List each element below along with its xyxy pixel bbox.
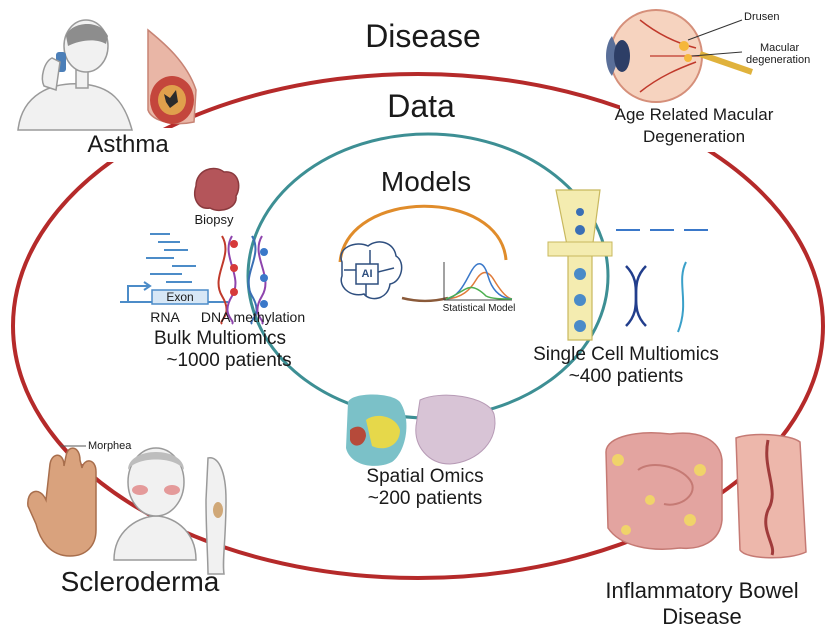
biopsy-tissue-illustration [194, 167, 240, 212]
biopsy-label: Biopsy [194, 212, 234, 227]
single-cell-patients: ~400 patients [568, 366, 684, 387]
amd-label-line1: Age Related Macular [614, 105, 774, 124]
models-arc [338, 204, 508, 263]
airway-illustration [147, 28, 197, 125]
drusen-annotation: Drusen [744, 11, 780, 23]
rna-strand-illustration [677, 261, 687, 333]
microfluidic-chip-illustration [547, 189, 613, 341]
statistical-model-plot [443, 262, 513, 301]
asthma-label: Asthma [87, 131, 169, 158]
morphea-annotation: Morphea [88, 440, 132, 452]
amd-label-line2: Degeneration [642, 127, 746, 146]
bulk-multiomics-patients: ~1000 patients [166, 350, 292, 371]
face-illustration [113, 447, 197, 561]
dna-methylation-label: DNA methylation [200, 309, 306, 325]
models-arc-bottom [401, 296, 449, 303]
disease-ring-label: Disease [365, 18, 481, 54]
eye-illustration [606, 9, 753, 103]
exon-box [151, 289, 209, 305]
intestines-illustration [605, 432, 723, 550]
models-ring-label: Models [380, 166, 472, 197]
histology-section [415, 394, 496, 465]
data-ring-label: Data [387, 88, 455, 124]
macular-annotation-line1: Macular [760, 42, 800, 54]
spatial-omics-title: Spatial Omics [366, 466, 484, 487]
macular-annotation-line2: degeneration [746, 54, 811, 66]
hand-illustration [27, 445, 97, 557]
asthma-person-illustration [17, 19, 133, 131]
ibd-label-line2: Disease [662, 604, 742, 629]
single-cell-title: Single Cell Multiomics [533, 344, 719, 365]
disease-ring [11, 72, 825, 580]
spatial-omics-patients: ~200 patients [367, 488, 483, 509]
rna-reads-illustration [146, 233, 196, 283]
ibd-label-line1: Inflammatory Bowel [605, 578, 799, 603]
bulk-multiomics-title: Bulk Multiomics [154, 328, 286, 349]
spatial-tissue-map [346, 394, 407, 466]
rna-label: RNA [150, 309, 180, 325]
ai-chip-label: AI [361, 268, 373, 280]
statistical-model-label: Statistical Model [442, 303, 516, 314]
exon-label: Exon [166, 290, 194, 304]
dna-methylation-illustration [217, 235, 268, 325]
colon-section-illustration [735, 433, 807, 559]
scleroderma-label: Scleroderma [60, 566, 220, 597]
ai-brain-icon [340, 241, 403, 300]
